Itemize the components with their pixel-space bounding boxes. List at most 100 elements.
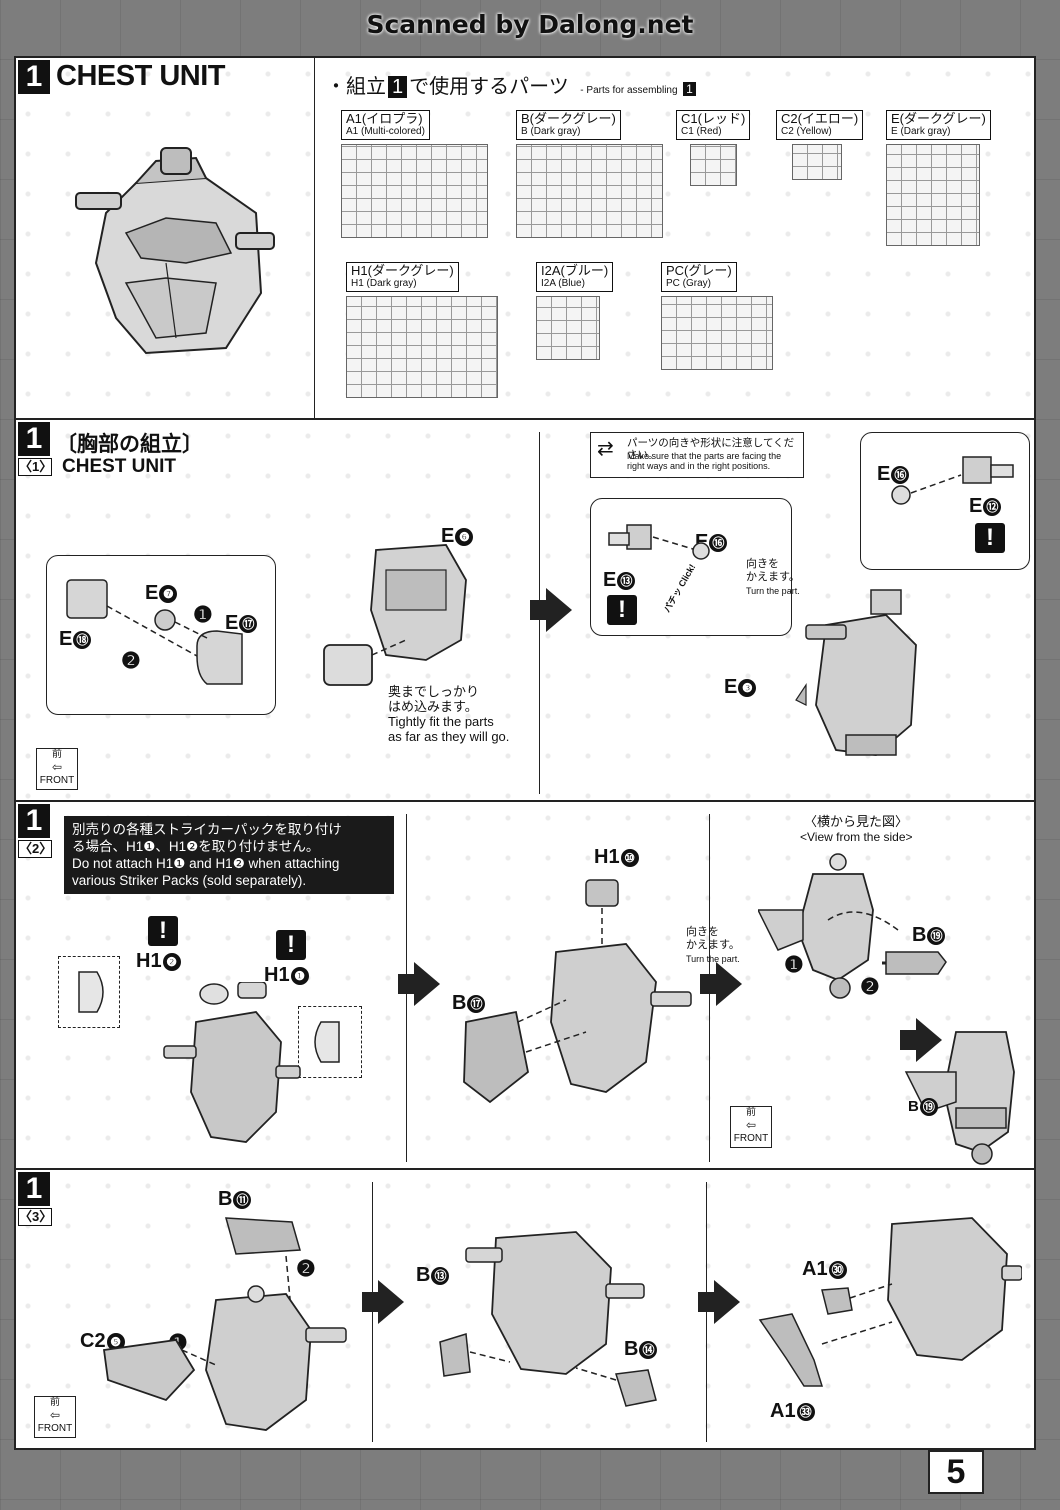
step-number: 1: [18, 1172, 50, 1206]
step-number: 1: [18, 422, 50, 456]
chest-assembly-drawing: [795, 589, 917, 756]
connector-drawing-right: [891, 456, 1014, 505]
caution-jp: パーツの向きや形状に注意してください。: [627, 437, 795, 461]
runner-a1: A1(イロプラ)A1 (Multi-colored): [341, 110, 488, 238]
warning-icon: !: [276, 930, 306, 960]
b19-attached-drawing: [904, 1031, 1015, 1165]
runner-c1-en: C1 (Red): [681, 126, 722, 137]
detail-box-h1-1: [298, 1006, 362, 1078]
part-num-e13: ⑬: [617, 571, 636, 590]
step-marker-1: ❶: [193, 602, 213, 627]
part-num-b19b: ⑲: [919, 1098, 938, 1117]
side-view-en: <View from the side>: [800, 830, 913, 844]
runner-b: B(ダークグレー)B (Dark gray): [516, 110, 663, 238]
part-num-b19a: ⑲: [927, 926, 946, 945]
step3-b-drawing: [439, 1231, 657, 1407]
part-label-h1-1: H1: [264, 964, 290, 986]
front-jp: 前: [50, 1397, 60, 1408]
runner-c2-en: C2 (Yellow): [781, 126, 832, 137]
side-view-drawing: [758, 853, 899, 999]
runner-pc-en: PC (Gray): [666, 278, 711, 289]
part-label-b13: B: [416, 1264, 431, 1286]
step-title-en: CHEST UNIT: [62, 456, 176, 477]
step-number: 1: [18, 804, 50, 838]
turn-en: Turn the part.: [746, 586, 800, 596]
runner-i2a-en: I2A (Blue): [541, 278, 585, 289]
section-title: CHEST UNIT: [56, 60, 226, 92]
connector-drawing: [608, 524, 710, 560]
part-label-e18: E: [59, 628, 73, 650]
runner-a1-sprue: [341, 144, 488, 238]
part-label-a130: A1: [802, 1258, 828, 1280]
part-label-e16b: E: [877, 463, 891, 485]
flow-arrow: [900, 1018, 942, 1062]
part-label-b11: B: [218, 1188, 233, 1210]
chest-unit-illustration: [75, 147, 275, 355]
step3-a-drawing: [102, 1217, 347, 1431]
runner-a1-jp: A1(イロプラ): [346, 111, 423, 126]
substep-label: 〈2〉: [18, 840, 53, 858]
part-num-b11: ⑪: [233, 1190, 252, 1209]
runner-b-sprue: [516, 144, 663, 238]
part-label-e12: E: [969, 495, 983, 517]
runner-e-jp: E(ダークグレー): [891, 111, 986, 126]
flow-arrow: [698, 1280, 740, 1324]
step-marker-1: ❶: [784, 952, 804, 977]
front-indicator: 前 ⇦ FRONT: [34, 1396, 76, 1438]
chest-back-part-drawing: [463, 879, 692, 1104]
flow-arrow: [530, 588, 572, 632]
runner-e: E(ダークグレー)E (Dark gray): [886, 110, 991, 246]
detail-box-h1-2: [58, 956, 120, 1028]
notice-en: Do not attach H1❶ and H1❷ when attaching…: [72, 856, 340, 888]
step-1-2-panel: 1 〈2〉 別売りの各種ストライカーパックを取り付け る場合、H1❶、H1❷を取…: [14, 800, 1036, 1170]
scan-credit: Scanned by Dalong.net: [366, 10, 694, 39]
part-num-e7: ❼: [159, 584, 178, 603]
warning-icon: !: [148, 916, 178, 946]
part-num-c25: ❺: [106, 1332, 125, 1351]
part-label-b17: B: [452, 992, 467, 1014]
side-view-jp: 〈横から見た図〉: [804, 814, 909, 829]
warning-icon: !: [607, 595, 637, 625]
flow-arrow: [362, 1280, 404, 1324]
part-label-e6: E: [441, 525, 455, 547]
warning-icon: !: [975, 523, 1005, 553]
runner-pc-sprue: [661, 296, 773, 370]
runner-b-en: B (Dark gray): [521, 126, 581, 137]
step-title-jp: 〔胸部の組立〕: [56, 433, 203, 456]
part-label-e7: E: [145, 582, 159, 604]
runner-i2a-jp: I2A(ブルー): [541, 263, 609, 278]
b19-part-drawing: [882, 951, 947, 975]
tight-fit-en: Tightly fit the parts as far as they wil…: [388, 714, 510, 744]
part-num-e12: ⑫: [983, 497, 1002, 516]
parts-heading-prefix: ・組立: [326, 76, 386, 98]
part-label-b14: B: [624, 1338, 639, 1360]
parts-heading-en: - Parts for assembling: [580, 85, 678, 96]
front-jp: 前: [746, 1107, 756, 1118]
runner-pc: PC(グレー)PC (Gray): [661, 262, 773, 370]
part-num-e16a: ⑯: [709, 533, 728, 552]
part-label-e3: E: [724, 676, 738, 698]
runner-b-jp: B(ダークグレー): [521, 111, 616, 126]
runner-c2-sprue: [792, 144, 842, 180]
part-num-b13: ⑬: [431, 1266, 450, 1285]
part-label-h1-10: H1: [594, 846, 620, 868]
runner-c1-jp: C1(レッド): [681, 111, 746, 126]
part-label-c25: C2: [80, 1330, 106, 1352]
part-num-e3: ❸: [738, 678, 757, 697]
parts-heading-num: 1: [388, 76, 408, 98]
part-label-a133: A1: [770, 1400, 796, 1422]
part-label-e17: E: [225, 612, 239, 634]
part-label-h1-2: H1: [136, 950, 162, 972]
runner-pc-jp: PC(グレー): [666, 263, 732, 278]
front-en: FRONT: [37, 1423, 73, 1434]
step-marker-2: ❷: [296, 1256, 316, 1281]
part-num-e16b: ⑯: [891, 465, 910, 484]
striker-pack-notice: 別売りの各種ストライカーパックを取り付け る場合、H1❶、H1❷を取り付けません…: [64, 816, 394, 894]
flow-arrow: [700, 962, 742, 1006]
runner-i2a-sprue: [536, 296, 600, 360]
